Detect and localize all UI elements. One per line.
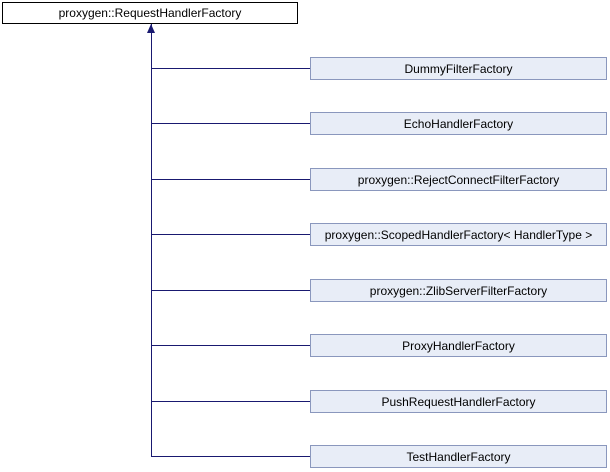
derived-class-node-scopedhandlerfactory[interactable]: proxygen::ScopedHandlerFactory< HandlerT… <box>310 223 607 246</box>
inheritance-edge <box>151 345 310 346</box>
inheritance-trunk-line <box>151 24 152 457</box>
inheritance-arrowhead-icon <box>147 24 155 33</box>
inheritance-edge <box>151 68 310 69</box>
derived-class-node-proxyhandlerfactory[interactable]: ProxyHandlerFactory <box>310 334 607 357</box>
derived-class-node-rejectconnectfilterfactory[interactable]: proxygen::RejectConnectFilterFactory <box>310 168 607 191</box>
base-class-node: proxygen::RequestHandlerFactory <box>2 2 298 24</box>
inheritance-edge <box>151 290 310 291</box>
inheritance-edge <box>151 401 310 402</box>
inheritance-edge <box>151 234 310 235</box>
derived-class-node-dummyfilterfactory[interactable]: DummyFilterFactory <box>310 57 607 80</box>
derived-class-node-zlibserverfilterfactory[interactable]: proxygen::ZlibServerFilterFactory <box>310 279 607 302</box>
derived-class-node-pushrequesthandlerfactory[interactable]: PushRequestHandlerFactory <box>310 390 607 413</box>
inheritance-edge <box>151 456 310 457</box>
derived-class-node-testhandlerfactory[interactable]: TestHandlerFactory <box>310 445 607 468</box>
derived-class-node-echohandlerfactory[interactable]: EchoHandlerFactory <box>310 112 607 135</box>
inheritance-edge <box>151 123 310 124</box>
inheritance-edge <box>151 179 310 180</box>
